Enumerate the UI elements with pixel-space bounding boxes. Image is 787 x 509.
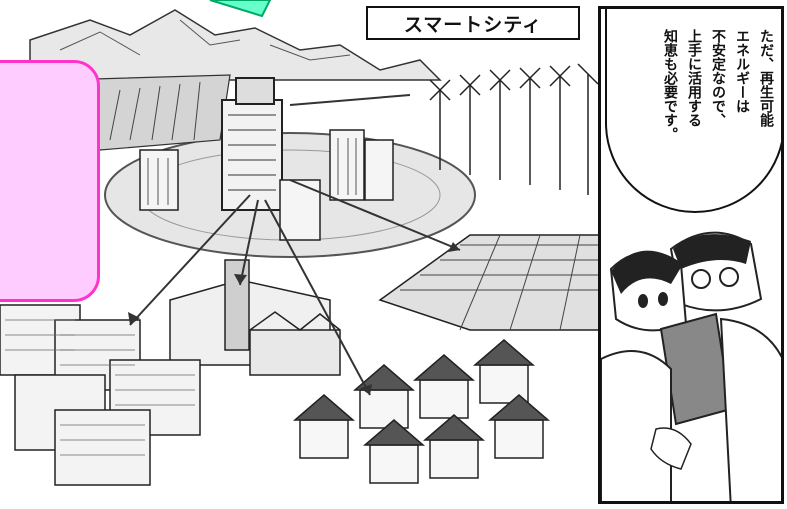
solar-houses — [292, 339, 551, 484]
green-arrow-tip — [209, 0, 272, 18]
characters-illustration — [601, 231, 781, 501]
power-plant — [169, 259, 341, 376]
control-tower — [221, 77, 283, 211]
speech-line-2: エネルギーは — [734, 29, 750, 113]
office-buildings — [0, 304, 201, 486]
title-label: スマートシティ — [366, 6, 580, 40]
speech-line-5: 知恵も必要です。 — [662, 29, 678, 141]
manga-panel: ただ、再生可能 エネルギーは 不安定なので、 上手に活用する 知恵も必要です。 — [598, 6, 784, 504]
pink-callout-box — [0, 60, 100, 302]
mountains — [29, 9, 442, 81]
speech-line-3: 不安定なので、 — [710, 29, 726, 127]
energy-flow-arrows — [129, 94, 461, 396]
wind-turbines — [429, 63, 599, 195]
speech-line-1: ただ、再生可能 — [758, 29, 774, 127]
solar-field — [378, 234, 601, 331]
speech-bubble — [605, 9, 781, 213]
speech-line-4: 上手に活用する — [686, 29, 702, 127]
